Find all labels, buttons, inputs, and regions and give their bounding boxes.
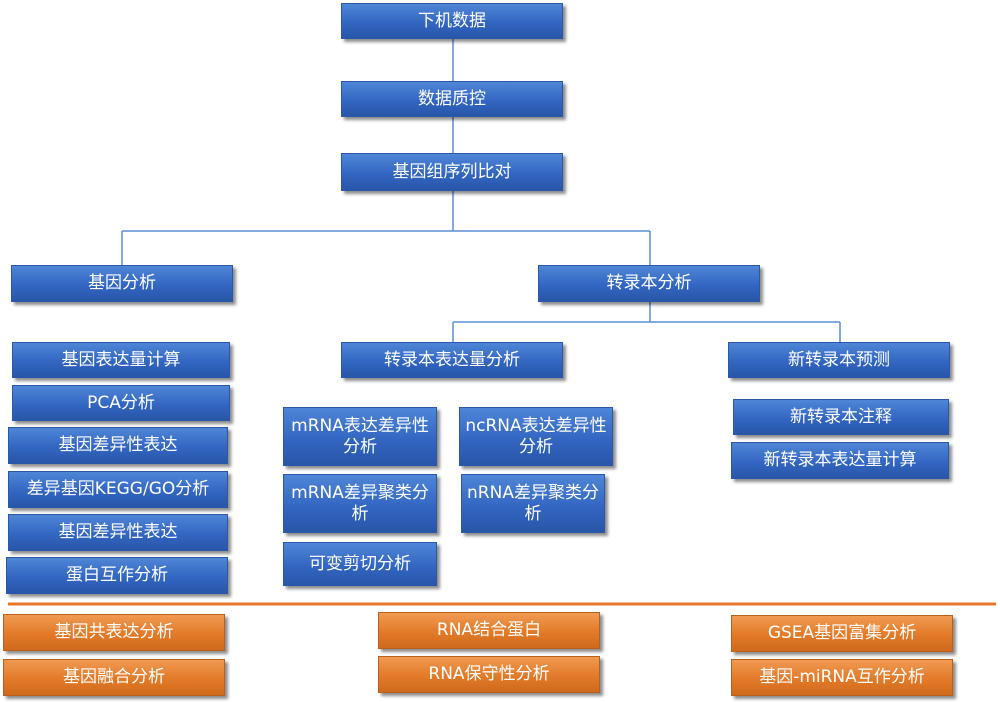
gene-item-differential-expression: 基因差异性表达 [8, 427, 228, 464]
gene-item-ppi: 蛋白互作分析 [6, 557, 228, 594]
gene-analysis-box: 基因分析 [11, 265, 233, 302]
novel-transcript-annotation-box: 新转录本注释 [733, 399, 949, 435]
alternative-splicing-box: 可变剪切分析 [283, 542, 437, 586]
gene-fusion-box: 基因融合分析 [3, 659, 225, 696]
nrna-cluster-box: nRNA差异聚类分析 [461, 474, 605, 533]
gene-item-pca: PCA分析 [12, 385, 230, 421]
download-data-box: 下机数据 [341, 3, 563, 39]
mrna-differential-box: mRNA表达差异性分析 [283, 407, 437, 466]
gene-item-differential-expression-2: 基因差异性表达 [8, 514, 228, 551]
quality-control-box: 数据质控 [341, 81, 563, 117]
rna-conservation-box: RNA保守性分析 [378, 656, 600, 693]
gene-item-expression-quant: 基因表达量计算 [12, 342, 230, 378]
transcript-analysis-box: 转录本分析 [538, 265, 760, 302]
gene-mirna-box: 基因-miRNA互作分析 [731, 659, 953, 696]
rna-binding-protein-box: RNA结合蛋白 [378, 612, 600, 649]
ncrna-differential-box: ncRNA表达差异性分析 [459, 407, 613, 466]
genome-alignment-box: 基因组序列比对 [341, 153, 563, 191]
gene-item-kegg-go: 差异基因KEGG/GO分析 [8, 471, 228, 508]
gsea-box: GSEA基因富集分析 [731, 615, 953, 652]
novel-transcript-quant-box: 新转录本表达量计算 [731, 442, 949, 479]
mrna-cluster-box: mRNA差异聚类分析 [283, 474, 437, 533]
transcript-expression-box: 转录本表达量分析 [341, 342, 563, 378]
novel-transcript-prediction-box: 新转录本预测 [728, 342, 950, 378]
coexpression-box: 基因共表达分析 [3, 614, 225, 651]
